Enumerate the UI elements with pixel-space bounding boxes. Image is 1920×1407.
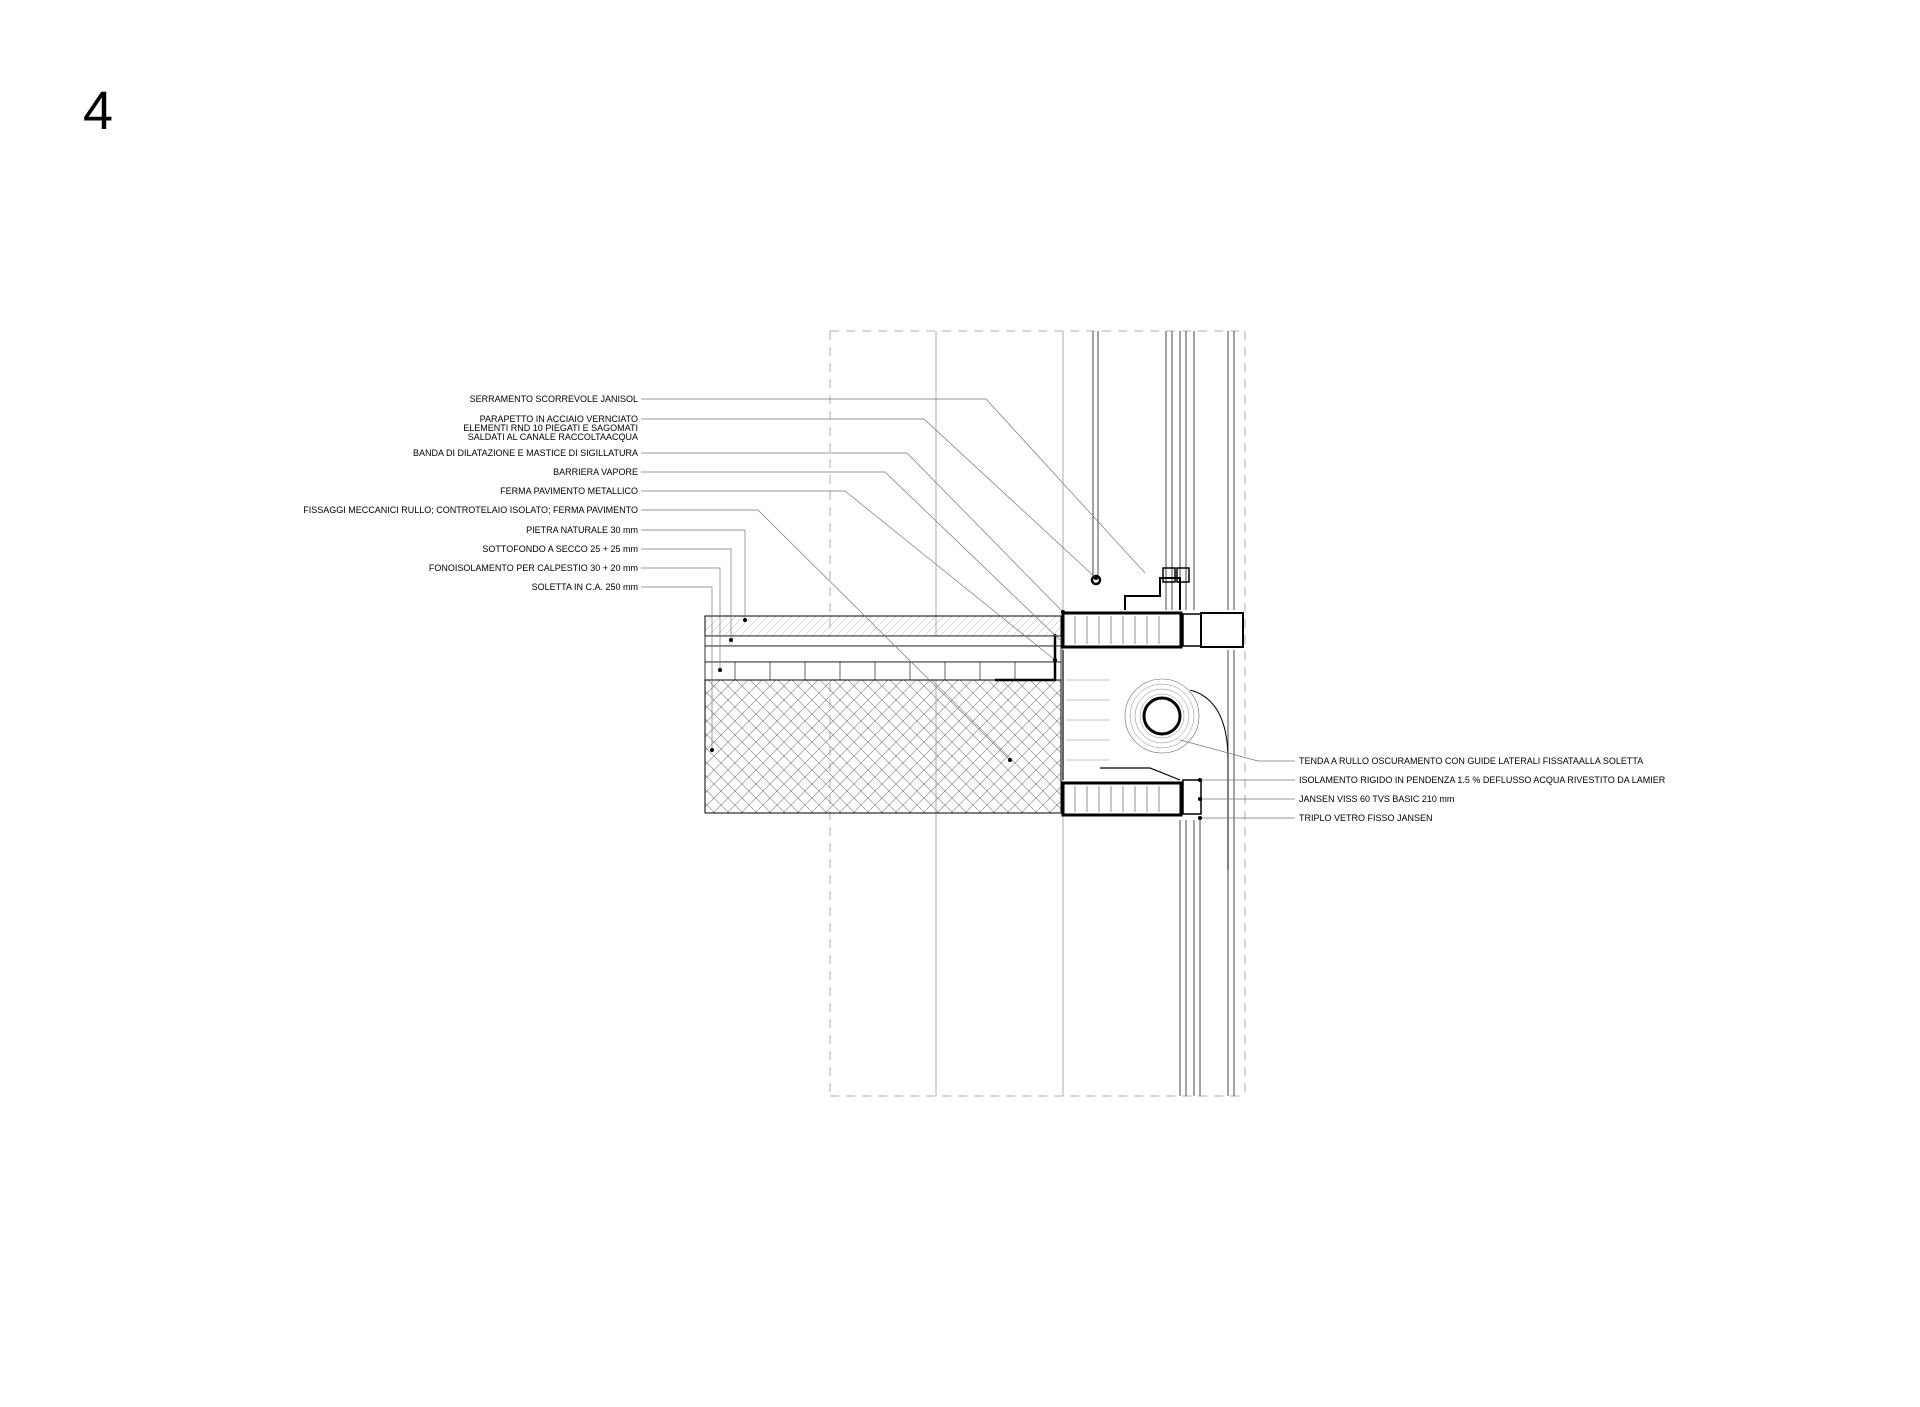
upper-insulated-frame [1061, 611, 1183, 649]
glazing-profiles [1092, 331, 1235, 1096]
label-jansen-viss: JANSEN VISS 60 TVS BASIC 210 mm [1299, 794, 1454, 804]
roller-blind [1124, 678, 1229, 870]
label-isolamento-rigido: ISOLAMENTO RIGIDO IN PENDENZA 1.5 % DEFL… [1299, 775, 1666, 785]
label-triplo-vetro: TRIPLO VETRO FISSO JANSEN [1299, 813, 1433, 823]
natural-stone-layer [704, 615, 1062, 637]
label-fonoisolamento: FONOISOLAMENTO PER CALPESTIO 30 + 20 mm [429, 563, 638, 573]
label-barriera-vapore: BARRIERA VAPORE [553, 467, 638, 477]
floor-buildup [704, 615, 1062, 814]
concrete-slab [704, 679, 1062, 814]
label-parapetto-line1: PARAPETTO IN ACCIAIO VERNCIATO [480, 414, 638, 424]
label-pietra-naturale: PIETRA NATURALE 30 mm [526, 525, 638, 535]
label-parapetto-line3: SALDATI AL CANALE RACCOLTAACQUA [468, 432, 638, 442]
lower-insulated-frame [1061, 781, 1183, 817]
sliding-window-profile [1090, 567, 1190, 610]
label-soletta: SOLETTA IN C.A. 250 mm [532, 582, 638, 592]
leader-dots [710, 576, 1202, 820]
acoustic-insulation-layer [704, 661, 1062, 681]
dry-screed-layer-2 [704, 645, 1062, 663]
upper-frame-outer [1200, 612, 1244, 648]
sheet-number: 4 [83, 81, 114, 141]
dry-screed-layer-1 [704, 635, 1062, 647]
leader-lines [641, 398, 1295, 819]
label-tenda-rullo: TENDA A RULLO OSCURAMENTO CON GUIDE LATE… [1299, 756, 1643, 766]
labels-right: TENDA A RULLO OSCURAMENTO CON GUIDE LATE… [1299, 756, 1666, 823]
label-sottofondo: SOTTOFONDO A SECCO 25 + 25 mm [482, 544, 638, 554]
threshold-frames [1061, 611, 1244, 817]
metal-floor-stop [995, 634, 1057, 682]
label-banda-dilatazione: BANDA DI DILATAZIONE E MASTICE DI SIGILL… [413, 448, 638, 458]
label-ferma-pavimento: FERMA PAVIMENTO METALLICO [500, 486, 638, 496]
upper-gasket [1182, 613, 1202, 647]
label-fissaggi: FISSAGGI MECCANICI RULLO; CONTROTELAIO I… [303, 505, 638, 515]
label-serramento: SERRAMENTO SCORREVOLE JANISOL [470, 394, 638, 404]
sloped-insulation [1100, 767, 1181, 781]
label-parapetto-line2: ELEMENTI RND 10 PIEGATI E SAGOMATI [463, 423, 638, 433]
lower-gasket [1182, 779, 1202, 815]
labels-left: SERRAMENTO SCORREVOLE JANISOL PARAPETTO … [303, 394, 638, 592]
